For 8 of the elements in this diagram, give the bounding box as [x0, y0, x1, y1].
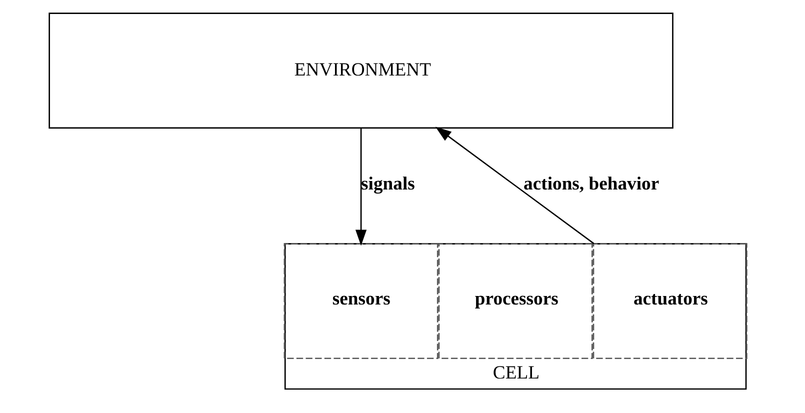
arrow — [354, 128, 366, 246]
node-box: sensors — [283, 243, 438, 360]
arrow — [434, 126, 594, 244]
node-box: ENVIRONMENT — [48, 12, 673, 129]
node-box: processors — [438, 243, 592, 360]
node-box: actuators — [592, 243, 747, 360]
edge-label: signals — [360, 173, 414, 194]
edge-label: actions, behavior — [523, 173, 659, 194]
